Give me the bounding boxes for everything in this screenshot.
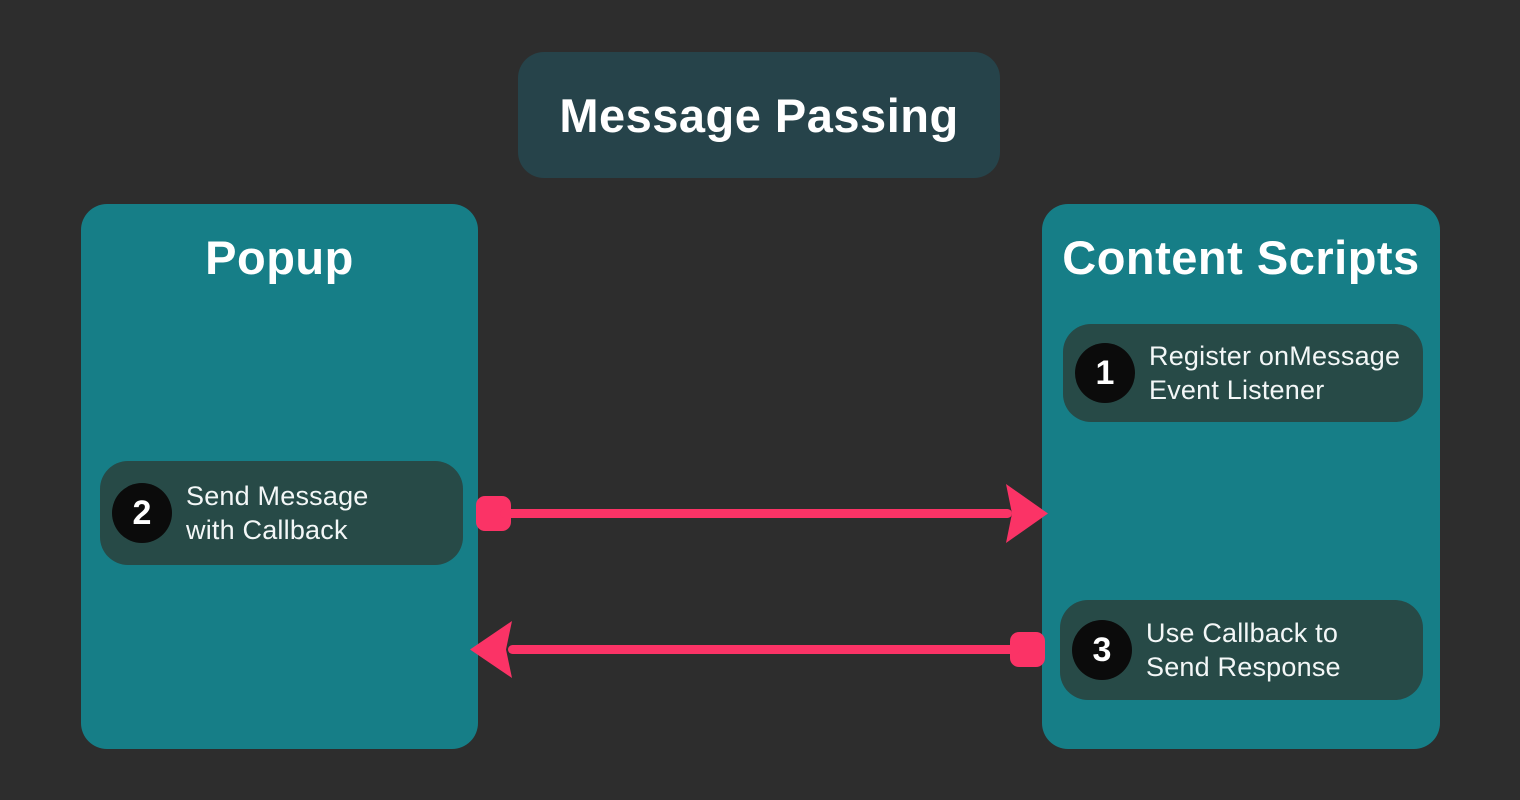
content-scripts-box: Content Scripts 1 Register onMessage Eve… bbox=[1042, 204, 1440, 749]
popup-box: Popup 2 Send Message with Callback bbox=[81, 204, 478, 749]
step-register-listener: 1 Register onMessage Event Listener bbox=[1063, 324, 1423, 422]
send-message-arrow bbox=[476, 484, 1048, 543]
diagram-title: Message Passing bbox=[559, 88, 959, 142]
arrow-line bbox=[508, 645, 1020, 654]
step-line: Use Callback to bbox=[1146, 618, 1339, 648]
popup-box-title: Popup bbox=[205, 231, 354, 284]
arrow-source-cap bbox=[1010, 632, 1045, 667]
diagram-title-panel: Message Passing bbox=[518, 52, 1000, 178]
step-line: Send Message bbox=[186, 481, 369, 511]
step-line: Event Listener bbox=[1149, 375, 1325, 405]
step-use-callback-label: Use Callback to Send Response bbox=[1146, 616, 1341, 684]
step-line: Register onMessage bbox=[1149, 341, 1401, 371]
arrow-source-cap bbox=[476, 496, 511, 531]
step-send-message-label: Send Message with Callback bbox=[186, 479, 369, 547]
step-number-3: 3 bbox=[1072, 620, 1132, 680]
step-line: with Callback bbox=[186, 515, 348, 545]
step-number-1: 1 bbox=[1075, 343, 1135, 403]
step-register-listener-label: Register onMessage Event Listener bbox=[1149, 339, 1400, 407]
step-send-message: 2 Send Message with Callback bbox=[100, 461, 463, 565]
step-line: Send Response bbox=[1146, 652, 1341, 682]
send-response-arrow bbox=[470, 621, 1045, 678]
step-number-2: 2 bbox=[112, 483, 172, 543]
step-use-callback: 3 Use Callback to Send Response bbox=[1060, 600, 1423, 700]
content-scripts-box-title: Content Scripts bbox=[1062, 231, 1420, 284]
arrow-line bbox=[500, 509, 1012, 518]
